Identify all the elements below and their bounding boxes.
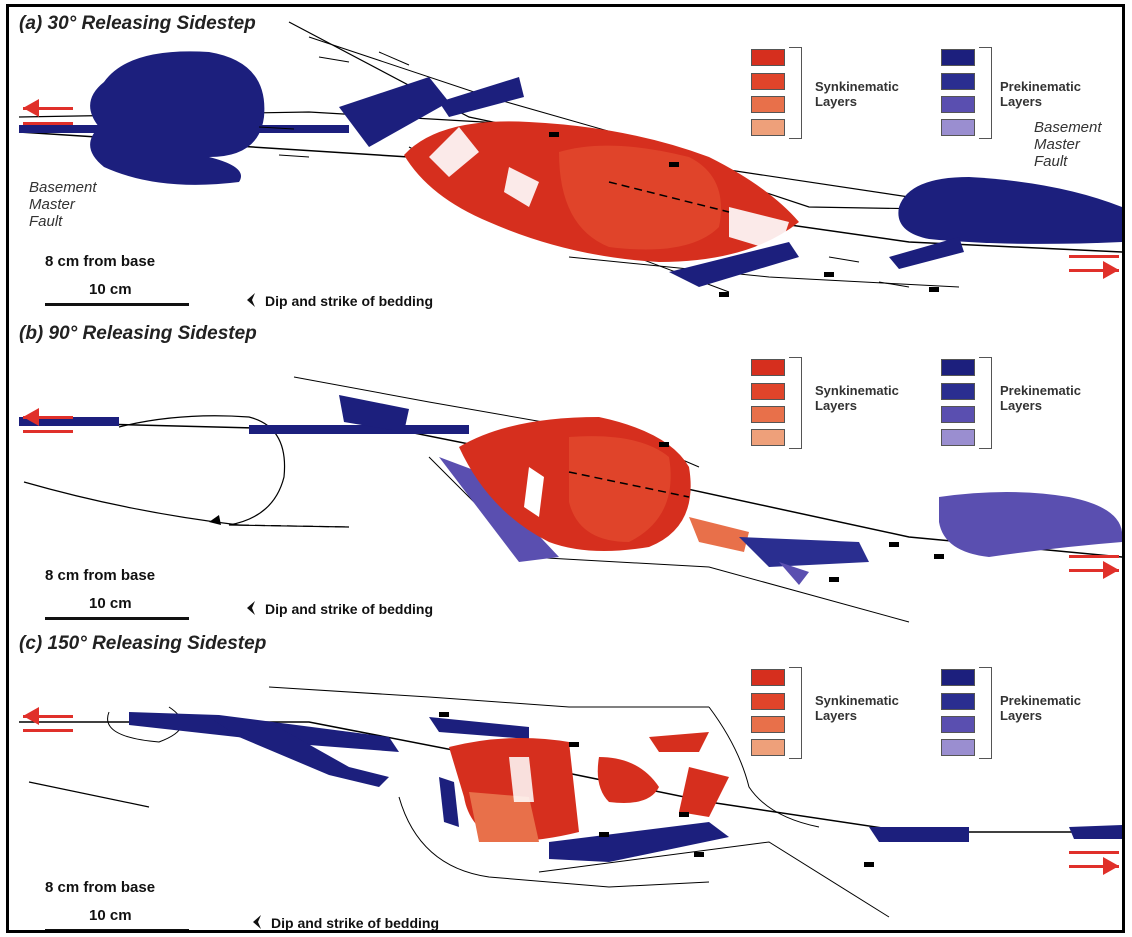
dip-strike-icon bbox=[245, 293, 257, 307]
depth-label: 8 cm from base bbox=[45, 879, 155, 896]
scale-label: 10 cm bbox=[89, 281, 132, 298]
panel-b-title: (b) 90° Releasing Sidestep bbox=[19, 323, 257, 345]
legend-swatch bbox=[751, 96, 785, 113]
dip-strike-icon bbox=[245, 601, 257, 615]
dip-label: Dip and strike of bedding bbox=[265, 293, 433, 309]
legend-swatch bbox=[941, 96, 975, 113]
legend-swatch bbox=[751, 49, 785, 66]
legend-swatch bbox=[941, 49, 975, 66]
legend-swatch bbox=[941, 669, 975, 686]
legend-swatch bbox=[751, 406, 785, 423]
figure-frame: (a) 30° Releasing Sidestep Basement Mast… bbox=[6, 4, 1125, 933]
panel-c: (c) 150° Releasing Sidestep Synkinematic… bbox=[9, 627, 1122, 933]
legend-swatch bbox=[941, 383, 975, 400]
legend-swatch bbox=[751, 383, 785, 400]
fault-label-left: Basement Master Fault bbox=[29, 179, 97, 230]
scale-label: 10 cm bbox=[89, 907, 132, 924]
panel-c-title: (c) 150° Releasing Sidestep bbox=[19, 633, 266, 655]
legend-bracket bbox=[789, 357, 802, 449]
panel-a-title: (a) 30° Releasing Sidestep bbox=[19, 13, 256, 35]
legend-swatch bbox=[941, 716, 975, 733]
legend-swatch bbox=[751, 669, 785, 686]
legend-swatch bbox=[751, 693, 785, 710]
legend-swatch bbox=[941, 119, 975, 136]
scale-bar bbox=[45, 929, 189, 932]
dip-label: Dip and strike of bedding bbox=[265, 601, 433, 617]
legend-swatch bbox=[941, 73, 975, 90]
scale-label: 10 cm bbox=[89, 595, 132, 612]
legend-bracket bbox=[789, 47, 802, 139]
legend-swatch bbox=[751, 429, 785, 446]
scale-bar bbox=[45, 617, 189, 620]
legend-bracket bbox=[979, 667, 992, 759]
legend-swatch bbox=[941, 693, 975, 710]
legend-swatch bbox=[751, 359, 785, 376]
legend-swatch bbox=[941, 359, 975, 376]
depth-label: 8 cm from base bbox=[45, 567, 155, 584]
legend-swatch bbox=[941, 406, 975, 423]
dip-strike-icon bbox=[251, 915, 263, 929]
legend-bracket bbox=[979, 357, 992, 449]
legend-swatch bbox=[751, 716, 785, 733]
legend-swatch bbox=[941, 739, 975, 756]
legend-swatch bbox=[751, 73, 785, 90]
legend-swatch bbox=[751, 119, 785, 136]
fault-label-right: Basement Master Fault bbox=[1034, 119, 1102, 170]
dip-label: Dip and strike of bedding bbox=[271, 915, 439, 931]
depth-label: 8 cm from base bbox=[45, 253, 155, 270]
legend-bracket bbox=[979, 47, 992, 139]
legend-bracket bbox=[789, 667, 802, 759]
panel-a: (a) 30° Releasing Sidestep Basement Mast… bbox=[9, 7, 1122, 313]
legend-swatch bbox=[941, 429, 975, 446]
legend-swatch bbox=[751, 739, 785, 756]
scale-bar bbox=[45, 303, 189, 306]
